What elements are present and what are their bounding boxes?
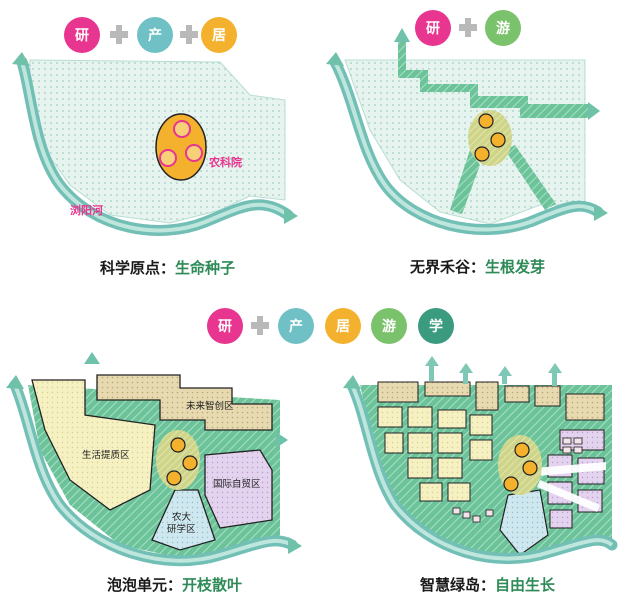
blocks-yellow	[377, 406, 493, 502]
caption-3: 泡泡单元：开枝散叶	[107, 576, 242, 594]
core-cell	[514, 442, 530, 458]
core-cell	[490, 132, 506, 148]
blocks-small	[452, 437, 583, 523]
core-egg	[156, 430, 200, 490]
core-cell	[182, 455, 198, 471]
green-corridor	[450, 150, 480, 214]
badge-yan	[207, 308, 243, 344]
badge-chan	[137, 17, 173, 53]
badge-chan-text: 产	[289, 318, 303, 335]
badge-chan-text: 产	[148, 27, 162, 44]
river-arrow-right	[288, 537, 302, 554]
core-cell	[159, 149, 177, 167]
badge-ju	[325, 308, 361, 344]
plus-icon	[251, 316, 269, 335]
river-highlight	[350, 384, 614, 561]
badge-yan	[64, 17, 100, 53]
arrow-up	[394, 28, 410, 42]
caption-4: 智慧绿岛：自由生长	[420, 576, 556, 594]
plus-icon	[180, 25, 198, 44]
badge-xue	[418, 308, 454, 344]
badge-xue-text: 学	[429, 318, 443, 335]
badge-you	[485, 10, 521, 46]
green-corridor	[505, 145, 556, 210]
zone-label-life: 生活提质区	[82, 449, 130, 461]
core-cell	[478, 113, 494, 129]
core-label: 农科院	[208, 155, 242, 169]
caption-2: 无界禾谷：生根发芽	[409, 258, 545, 276]
green-corridor	[398, 38, 590, 118]
zone-intl	[204, 449, 273, 529]
zone-label-future: 未来智创区	[186, 400, 234, 412]
core-cell	[185, 144, 203, 162]
arrow-right	[276, 432, 288, 448]
core-cell	[170, 437, 186, 453]
river-highlight	[13, 384, 294, 563]
roads	[535, 462, 606, 512]
badge-ju-text: 居	[212, 28, 226, 44]
badge-ju	[201, 17, 237, 53]
middle-badges: 研 产 居 游 学	[207, 308, 454, 344]
badge-ju-text: 居	[336, 319, 350, 335]
plus-icon	[459, 18, 477, 37]
river-arrow-left	[326, 52, 344, 66]
river-arrow-right	[284, 207, 298, 224]
panel-4: 智慧绿岛：自由生长	[343, 356, 618, 594]
zone-study	[499, 489, 549, 556]
river-arrow-right	[594, 204, 608, 221]
badge-you	[371, 308, 407, 344]
zone-future	[96, 374, 273, 431]
zone-life	[31, 379, 156, 511]
badge-yan-text: 研	[218, 319, 232, 335]
core-cell	[503, 476, 519, 492]
badge-chan	[278, 308, 314, 344]
arrow-up	[84, 352, 100, 364]
river-label: 浏阳河	[70, 203, 103, 217]
badge-yan-text: 研	[75, 28, 89, 44]
zone-study	[151, 489, 216, 551]
green-base	[360, 385, 612, 560]
core-cell	[166, 470, 182, 486]
plus-icon	[110, 25, 128, 44]
river-arrow-left	[12, 52, 30, 66]
zone-label-study-2: 研学区	[167, 523, 196, 535]
core-cell	[173, 120, 191, 138]
river-highlight	[20, 61, 290, 233]
river-arrow-left	[343, 375, 361, 389]
arrows-up	[425, 356, 562, 386]
arrow-right	[588, 102, 600, 120]
zone-label-intl: 国际自贸区	[213, 478, 261, 490]
core-cell	[474, 146, 490, 162]
panel-1: 农科院 浏阳河 研 产 居 科学原点：生命种子	[12, 17, 298, 277]
badge-you-text: 游	[382, 318, 396, 335]
badge-yan-text: 研	[426, 21, 440, 37]
river-highlight	[333, 61, 600, 232]
caption-1: 科学原点：生命种子	[100, 259, 235, 277]
river-arrow-left	[6, 375, 24, 389]
blocks-top	[377, 381, 605, 421]
badge-yan	[415, 10, 451, 46]
core-cell	[522, 460, 538, 476]
zone-label-study-1: 农大	[172, 511, 192, 523]
panel-2: 研 游 无界禾谷：生根发芽	[326, 10, 608, 276]
badge-you-text: 游	[496, 20, 510, 37]
panel-3: 未来智创区 生活提质区 国际自贸区 农大 研学区 泡泡单元：开枝散叶	[6, 352, 302, 594]
